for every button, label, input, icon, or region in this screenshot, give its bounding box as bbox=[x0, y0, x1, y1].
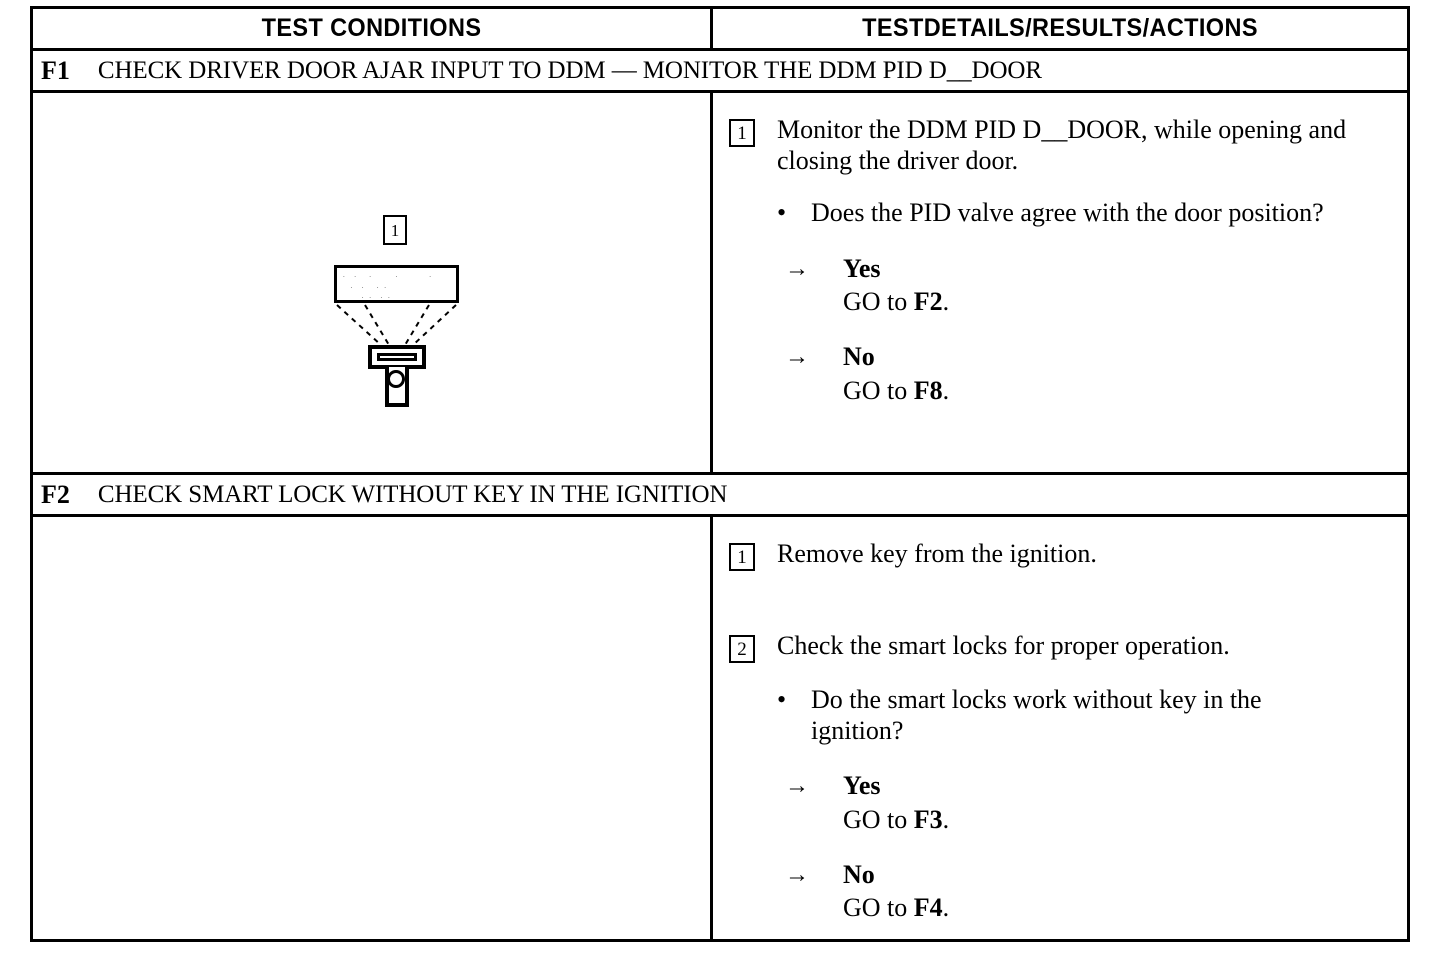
branch-label: No bbox=[843, 859, 875, 889]
callout-number-box: 1 bbox=[383, 215, 407, 245]
bullet-icon: • bbox=[777, 198, 787, 228]
step-code: F2 bbox=[41, 479, 70, 509]
branch-body: No GO to F4. bbox=[843, 859, 949, 923]
branch-label: Yes bbox=[843, 254, 881, 284]
branch-body: Yes GO to F2. bbox=[843, 253, 949, 317]
branch-yes: → Yes GO to F3. bbox=[785, 770, 1385, 834]
branch-action-prefix: GO to bbox=[843, 287, 914, 317]
module-speckle-text: . . . . . . . . . . . . . bbox=[343, 271, 433, 300]
test-conditions-cell-f2 bbox=[33, 517, 713, 942]
arrow-right-icon: → bbox=[785, 256, 809, 283]
branch-action: GO to F8. bbox=[843, 375, 949, 406]
test-conditions-cell-f1: 1 . . . . . . . . . . . . . bbox=[33, 93, 713, 472]
branch-no: → No GO to F4. bbox=[785, 859, 1385, 923]
bullet-question-text: Do the smart locks work without key in t… bbox=[811, 685, 1262, 745]
branch-action-suffix: . bbox=[942, 287, 950, 317]
step-band-f2: F2 CHECK SMART LOCK WITHOUT KEY IN THE I… bbox=[33, 475, 1407, 517]
step-title: CHECK SMART LOCK WITHOUT KEY IN THE IGNI… bbox=[97, 480, 728, 508]
branch-action-prefix: GO to bbox=[843, 375, 914, 405]
arrow-right-icon: → bbox=[785, 861, 809, 888]
arrow-right-icon: → bbox=[785, 344, 809, 371]
table-header-row: TEST CONDITIONS TESTDETAILS/RESULTS/ACTI… bbox=[33, 9, 1407, 51]
bullet-icon: • bbox=[777, 685, 787, 714]
branch-action: GO to F4. bbox=[843, 892, 949, 923]
column-header-label: TEST CONDITIONS bbox=[261, 14, 482, 42]
step-number-box: 1 bbox=[729, 543, 755, 571]
detail-pane: 1 Remove key from the ignition. 2 Check … bbox=[713, 517, 1407, 923]
branch-yes: → Yes GO to F2. bbox=[785, 253, 1385, 317]
arrow-right-icon: → bbox=[785, 773, 809, 800]
branch-label: No bbox=[843, 342, 875, 372]
step-number-box: 2 bbox=[729, 635, 755, 663]
test-procedure-table: TEST CONDITIONS TESTDETAILS/RESULTS/ACTI… bbox=[30, 6, 1410, 942]
branch-label: Yes bbox=[843, 771, 881, 801]
leader-lines-icon bbox=[336, 304, 457, 346]
connector-pin-icon bbox=[387, 370, 405, 388]
step-band-f1: F1 CHECK DRIVER DOOR AJAR INPUT TO DDM —… bbox=[33, 51, 1407, 93]
branch-action: GO to F3. bbox=[843, 804, 949, 835]
branch-no: → No GO to F8. bbox=[785, 341, 1385, 405]
branch-action-suffix: . bbox=[942, 375, 950, 405]
branch-action-target: F4 bbox=[913, 892, 943, 922]
column-header-label: TESTDETAILS/RESULTS/ACTIONS bbox=[862, 14, 1258, 42]
list-item: 1 Remove key from the ignition. bbox=[729, 539, 1385, 571]
branch-action-target: F8 bbox=[913, 375, 943, 405]
list-item: 2 Check the smart locks for proper opera… bbox=[729, 631, 1385, 663]
bullet-question-text: Does the PID valve agree with the door p… bbox=[811, 198, 1324, 228]
step-body-f1: 1 . . . . . . . . . . . . . bbox=[33, 93, 1407, 475]
module-rectangle: . . . . . . . . . . . . . bbox=[334, 265, 459, 303]
branch-action-suffix: . bbox=[942, 804, 950, 834]
branch-action: GO to F2. bbox=[843, 286, 949, 317]
test-details-cell-f1: 1 Monitor the DDM PID D__DOOR, while ope… bbox=[713, 93, 1407, 472]
step-instruction-text: Check the smart locks for proper operati… bbox=[777, 631, 1230, 660]
header-cell-test-conditions: TEST CONDITIONS bbox=[33, 9, 713, 48]
branch-action-prefix: GO to bbox=[843, 892, 914, 922]
step-body-f2: 1 Remove key from the ignition. 2 Check … bbox=[33, 517, 1407, 942]
branch-action-prefix: GO to bbox=[843, 804, 914, 834]
branch-action-target: F2 bbox=[913, 287, 943, 317]
detail-pane: 1 Monitor the DDM PID D__DOOR, while ope… bbox=[713, 93, 1407, 406]
step-code: F1 bbox=[41, 55, 70, 85]
list-item: • Do the smart locks work without key in… bbox=[777, 685, 1385, 746]
connector-slot-shape bbox=[377, 353, 417, 361]
test-details-cell-f2: 1 Remove key from the ignition. 2 Check … bbox=[713, 517, 1407, 942]
list-item: • Does the PID valve agree with the door… bbox=[777, 198, 1385, 229]
header-cell-test-details: TESTDETAILS/RESULTS/ACTIONS bbox=[713, 9, 1407, 48]
branch-body: No GO to F8. bbox=[843, 341, 949, 405]
step-number-box: 1 bbox=[729, 119, 755, 147]
step-title: CHECK DRIVER DOOR AJAR INPUT TO DDM — MO… bbox=[97, 56, 1042, 84]
branch-action-suffix: . bbox=[942, 892, 950, 922]
branch-body: Yes GO to F3. bbox=[843, 770, 949, 834]
step-instruction-text: Monitor the DDM PID D__DOOR, while openi… bbox=[777, 115, 1347, 175]
connector-schematic-diagram: 1 . . . . . . . . . . . . . bbox=[301, 215, 471, 415]
list-item: 1 Monitor the DDM PID D__DOOR, while ope… bbox=[729, 115, 1385, 176]
connector-shell-shape bbox=[368, 345, 426, 369]
branch-action-target: F3 bbox=[913, 804, 943, 834]
step-instruction-text: Remove key from the ignition. bbox=[777, 539, 1097, 568]
